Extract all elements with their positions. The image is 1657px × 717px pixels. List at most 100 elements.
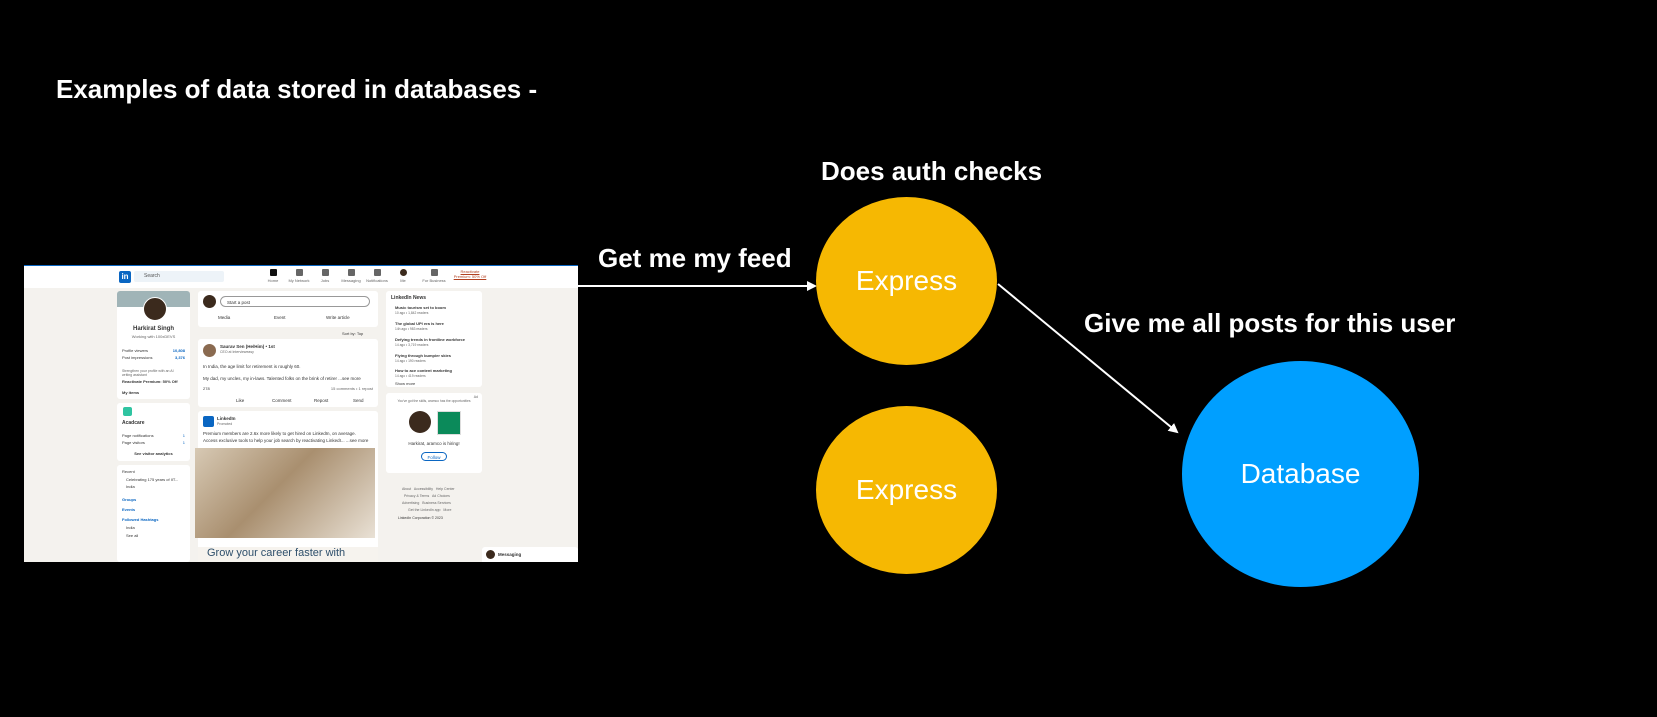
profile-viewers-label[interactable]: Profile viewers <box>122 348 149 353</box>
visitor-analytics-link[interactable]: See visitor analytics <box>134 451 173 456</box>
footer-link[interactable]: Help Center <box>435 487 455 491</box>
post-text: In India, the age limit for retirement i… <box>203 364 301 369</box>
profile-name[interactable]: Harkirat Singh <box>132 326 174 332</box>
footer-links: Advertising Business Services <box>402 501 451 505</box>
express-node-2: Express <box>816 406 997 574</box>
ad-card: Ad You've got the skills, aramco has the… <box>386 393 482 473</box>
see-all-link[interactable]: See all <box>126 533 139 538</box>
followed-hashtags-link[interactable]: Followed Hashtags <box>122 517 159 522</box>
news-title: LinkedIn News <box>391 295 427 301</box>
avatar <box>143 297 167 321</box>
footer-links: About Accessibility Help Center <box>402 487 455 491</box>
home-icon <box>269 269 277 276</box>
post-text: Premium members are 2.6x more likely to … <box>203 431 356 436</box>
news-item-meta: 14 ago • 419 readers <box>395 374 426 378</box>
footer-link[interactable]: Advertising <box>402 501 420 505</box>
premium-cta[interactable]: Reactivate Premium: 50% Off <box>122 379 178 384</box>
footer-links: Get the LinkedIn app More <box>408 508 451 512</box>
recent-item[interactable]: Celebrating 175 years of IIT... <box>126 477 179 482</box>
search-input[interactable]: Search <box>134 271 224 282</box>
start-post-input[interactable]: Start a post <box>220 296 370 307</box>
grid-icon <box>430 269 438 276</box>
page-notifications-value: 1 <box>182 433 185 438</box>
profile-viewers-value: 10,808 <box>172 348 185 353</box>
promo-image[interactable] <box>195 448 375 538</box>
avatar <box>203 295 216 308</box>
news-item-meta: 14 ago • 3,719 readers <box>395 343 429 347</box>
recent-item-india[interactable]: India <box>126 484 135 489</box>
footer-link[interactable]: Ad Choices <box>431 494 450 498</box>
footer-link[interactable]: About <box>402 487 412 491</box>
nav-messaging[interactable]: Messaging <box>336 269 366 283</box>
nav-business[interactable]: For Business <box>419 269 449 283</box>
post-impressions-label[interactable]: Post impressions <box>122 355 153 360</box>
arrow-express-to-database <box>997 283 1179 434</box>
page-card: Acadcare Page notifications 1 Page visit… <box>117 403 190 461</box>
post-composer: Start a post Media Event Write article <box>198 291 378 327</box>
linkedin-screenshot: in Search Home My Network Jobs Messaging… <box>24 265 578 562</box>
like-button[interactable]: Like <box>236 398 245 403</box>
post-text-more[interactable]: My dad, my uncles, my in-laws. Talented … <box>203 376 361 381</box>
avatar <box>203 344 216 357</box>
avatar <box>409 411 431 433</box>
label-give-posts: Give me all posts for this user <box>1084 308 1456 338</box>
reactions-count[interactable]: 278 <box>203 386 210 391</box>
news-item[interactable]: How to ace content marketing <box>395 368 452 373</box>
follow-button[interactable]: Follow <box>421 452 447 461</box>
news-item-meta: 10 ago • 1,842 readers <box>395 311 429 315</box>
my-items-link[interactable]: My items <box>122 390 140 395</box>
page-name[interactable]: Acadcare <box>122 420 145 426</box>
news-item[interactable]: Music tourism set to boom <box>395 305 446 310</box>
send-button[interactable]: Send <box>353 398 364 403</box>
acadcare-logo-icon <box>123 407 132 416</box>
write-article-button[interactable]: Write article <box>326 315 350 320</box>
page-title: Examples of data stored in databases - <box>56 74 538 104</box>
database-node: Database <box>1182 361 1419 587</box>
post-author[interactable]: Saurav Sen (He/Him) • 1st <box>220 344 275 349</box>
footer-links: Privacy & Terms Ad Choices <box>404 494 450 498</box>
comment-button[interactable]: Comment <box>272 398 292 403</box>
promo-banner-text[interactable]: Grow your career faster with <box>198 547 378 562</box>
page-notifications-label[interactable]: Page notifications <box>122 433 154 438</box>
groups-link[interactable]: Groups <box>122 497 137 502</box>
repost-button[interactable]: Repost <box>314 398 329 403</box>
messaging-bar[interactable]: Messaging <box>482 547 578 562</box>
footer-link[interactable]: More <box>443 508 452 512</box>
news-item[interactable]: Defying trends in frontline workforce <box>395 337 466 342</box>
post-text-more[interactable]: Access exclusive tools to help your job … <box>203 438 369 443</box>
post-author[interactable]: LinkedIn <box>217 416 236 421</box>
label-auth-checks: Does auth checks <box>821 156 1043 186</box>
nav-notifications[interactable]: Notifications <box>362 269 392 283</box>
side-nav-card: Recent Celebrating 175 years of IIT... I… <box>117 465 190 562</box>
premium-text: Strengthen your profile with an AI writi… <box>122 369 174 377</box>
comments-count[interactable]: 15 comments • 1 repost <box>330 386 373 391</box>
event-button[interactable]: Event <box>274 315 286 320</box>
events-link[interactable]: Events <box>122 507 136 512</box>
nav-me[interactable]: Me <box>388 269 418 283</box>
ad-text: You've got the skills, aramco has the op… <box>397 399 471 403</box>
footer-link[interactable]: Get the LinkedIn app <box>408 508 441 512</box>
footer-link[interactable]: Business Services <box>422 501 451 505</box>
media-button[interactable]: Media <box>218 315 231 320</box>
news-item[interactable]: The global UPI era is here <box>395 321 444 326</box>
avatar <box>486 550 495 559</box>
nav-jobs[interactable]: Jobs <box>310 269 340 283</box>
show-more-button[interactable]: Show more <box>395 381 416 386</box>
footer-link[interactable]: Accessibility <box>413 487 433 491</box>
news-item[interactable]: Flying through bumpier skies <box>395 353 452 358</box>
linkedin-logo-icon <box>203 416 214 427</box>
nav-home[interactable]: Home <box>258 269 288 283</box>
sort-dropdown[interactable]: Sort by: Top <box>342 331 364 336</box>
page-visitors-value: 1 <box>182 440 185 445</box>
copyright: LinkedIn Corporation © 2023 <box>398 516 443 520</box>
messaging-label: Messaging <box>498 552 522 557</box>
recent-heading: Recent <box>122 469 135 474</box>
page-visitors-label[interactable]: Page visitors <box>122 440 145 445</box>
nav-network[interactable]: My Network <box>284 269 314 283</box>
nav-premium-link[interactable]: Reactivate Premium: 50% Off <box>453 269 487 279</box>
hashtag-india[interactable]: India <box>126 525 135 530</box>
profile-card: Harkirat Singh Working with 100xDEVS Pro… <box>117 291 190 399</box>
footer-link[interactable]: Privacy & Terms <box>404 494 430 498</box>
news-item-meta: 14 ago • 190 readers <box>395 359 426 363</box>
